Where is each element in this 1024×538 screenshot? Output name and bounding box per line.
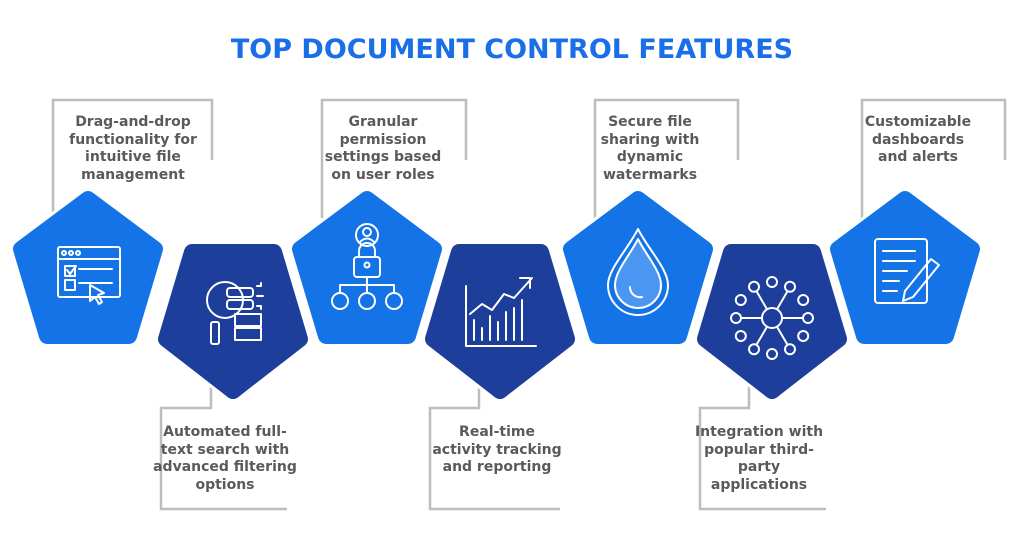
frame-6: [698, 385, 826, 511]
network-hub-icon: [730, 276, 814, 360]
feature-label-3: Granular permission settings based on us…: [324, 114, 442, 183]
search-database-icon: [206, 281, 264, 345]
feature-pentagon-5: [563, 191, 713, 344]
feature-label-2: Automated full-text search with advanced…: [153, 424, 297, 493]
feature-pentagon-2: [158, 244, 308, 399]
feature-label-6: Integration with popular third-party app…: [694, 424, 824, 493]
document-pen-icon: [874, 238, 940, 304]
lock-user-hierarchy-icon: [331, 223, 403, 310]
frame-4: [428, 385, 560, 511]
frame-1: [51, 98, 214, 218]
page-title: TOP DOCUMENT CONTROL FEATURES: [230, 34, 794, 65]
frame-2: [159, 385, 287, 511]
feature-pentagon-7: [830, 191, 980, 344]
frame-7: [860, 98, 1007, 218]
feature-label-7: Customizable dashboards and alerts: [864, 114, 972, 165]
feature-label-5: Secure file sharing with dynamic waterma…: [600, 114, 700, 183]
frame-3: [320, 98, 468, 218]
feature-pentagon-1: [13, 191, 163, 344]
feature-label-4: Real-time activity tracking and reportin…: [432, 424, 562, 475]
feature-label-1: Drag-and-drop functionality for intuitiv…: [69, 114, 197, 183]
water-drop-icon: [607, 228, 669, 316]
growth-chart-icon: [465, 277, 537, 347]
feature-pentagon-6: [697, 244, 847, 399]
browser-checklist-cursor-icon: [57, 246, 121, 305]
feature-pentagon-4: [425, 244, 575, 399]
frame-5: [593, 98, 740, 218]
